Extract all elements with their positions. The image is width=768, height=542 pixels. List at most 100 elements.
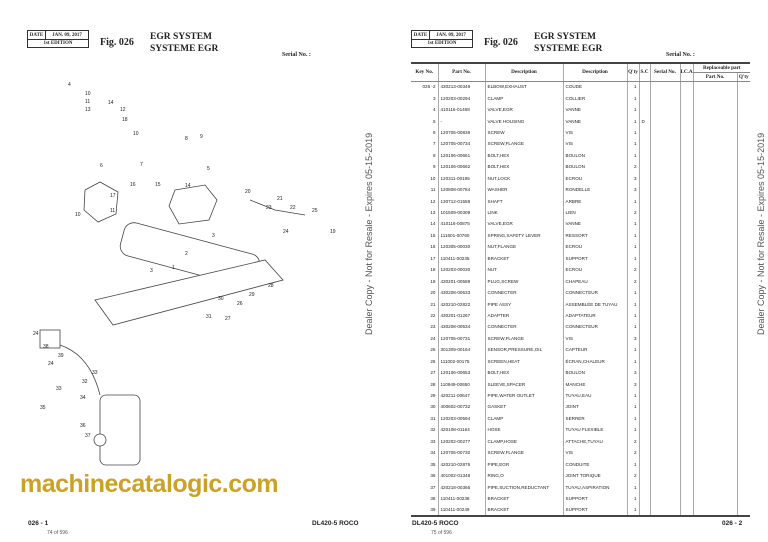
date-value: JAN. 09, 2017 (52, 32, 82, 38)
callout-label: 30 (218, 296, 224, 302)
callout-label: 5 (207, 166, 210, 172)
part-no: 120305-00030 (437, 241, 485, 253)
key-no: 31 (430, 415, 436, 421)
col-key: Key No. (411, 63, 438, 82)
empty-cell (649, 401, 680, 413)
col-qty: Q'ty (626, 63, 639, 82)
sc (638, 378, 650, 390)
empty-cell (679, 81, 694, 93)
empty-cell (649, 149, 680, 162)
qty: 3 (626, 332, 639, 345)
key-no: 13 (430, 210, 436, 216)
empty-cell (649, 366, 680, 379)
date-label: DATE (28, 31, 46, 39)
empty-cell (679, 344, 694, 356)
key-no: 026 -2 (422, 84, 436, 90)
empty-cell (692, 286, 737, 299)
description: GASKET (484, 401, 563, 413)
key-no: 33 (430, 438, 436, 444)
description-fr: VANNE (562, 103, 627, 116)
qty: 1 (626, 252, 639, 264)
part-no: 410116-01468 (437, 103, 485, 116)
parts-table: Key No. Part No. Description Description… (411, 62, 750, 517)
qty: 2 (626, 447, 639, 459)
empty-cell (692, 298, 737, 310)
empty-cell (736, 298, 750, 310)
empty-cell (649, 92, 680, 104)
description: SENSOR,PRESSURE,OIL (484, 344, 563, 356)
empty-cell (679, 218, 694, 230)
part-no: 120106-00662 (437, 161, 485, 173)
sc (638, 161, 650, 173)
qty: 1 (626, 389, 639, 402)
bracket (39, 329, 61, 349)
page-count: 74 of 596 (47, 530, 68, 536)
empty-cell (736, 309, 750, 322)
callout-label: 2 (185, 251, 188, 257)
edition: 1st EDITION (43, 41, 73, 46)
callout-label: 26 (237, 301, 243, 307)
description: LINK (484, 206, 563, 219)
empty-cell (736, 92, 750, 104)
empty-cell (679, 241, 694, 253)
description: VALVE,EGR (484, 218, 563, 230)
description-fr: BOULON (562, 149, 627, 162)
key-no: 6 (432, 129, 436, 135)
part-no: 401002-01348 (437, 469, 485, 482)
empty-cell (679, 103, 694, 116)
key-no: 25 (430, 347, 436, 353)
empty-cell (679, 149, 694, 162)
description-fr: RONDELLE (562, 183, 627, 196)
empty-cell (649, 447, 680, 459)
description-fr: COUDE (562, 81, 627, 93)
empty-cell (679, 435, 694, 447)
key-no: 15 (430, 232, 436, 238)
description-fr: VIS (562, 138, 627, 150)
callout-label: 1 (172, 265, 175, 271)
description: PIPE ASSY (484, 298, 563, 310)
qty: 1 (626, 355, 639, 367)
key-no: 37 (430, 484, 436, 490)
callout-label: 3 (150, 268, 153, 274)
empty-cell (692, 492, 737, 505)
callout-label: 3 (212, 233, 215, 239)
empty-cell (736, 355, 750, 367)
empty-cell (679, 424, 694, 436)
part-no: 130712-01558 (437, 195, 485, 207)
description-fr: SUPPORT (562, 492, 627, 505)
sc (638, 332, 650, 345)
description: BRACKET (484, 252, 563, 264)
description-fr: ECROU (562, 241, 627, 253)
description: BRACKET (484, 504, 563, 517)
sc (638, 298, 650, 310)
description: NUT,LOCK (484, 172, 563, 184)
description-fr: VANNE (562, 218, 627, 230)
qty: 2 (626, 275, 639, 287)
empty-cell (649, 469, 680, 482)
empty-cell (692, 218, 737, 230)
key-no: 18 (430, 267, 436, 273)
part-no: 120106-00653 (437, 366, 485, 379)
callout-label: 28 (268, 283, 274, 289)
empty-cell (692, 447, 737, 459)
key-no: 14 (430, 221, 436, 227)
empty-cell (692, 115, 737, 127)
key-no: 9 (432, 164, 436, 170)
qty: 1 (626, 298, 639, 310)
empty-cell (692, 183, 737, 196)
sc (638, 435, 650, 447)
col-replaceable: Replaceable part (692, 63, 750, 73)
description-fr: CONNECTEUR (562, 286, 627, 299)
description: SHAFT (484, 195, 563, 207)
description: PIPE,WATER OUTLET (484, 389, 563, 402)
sc (638, 424, 650, 436)
